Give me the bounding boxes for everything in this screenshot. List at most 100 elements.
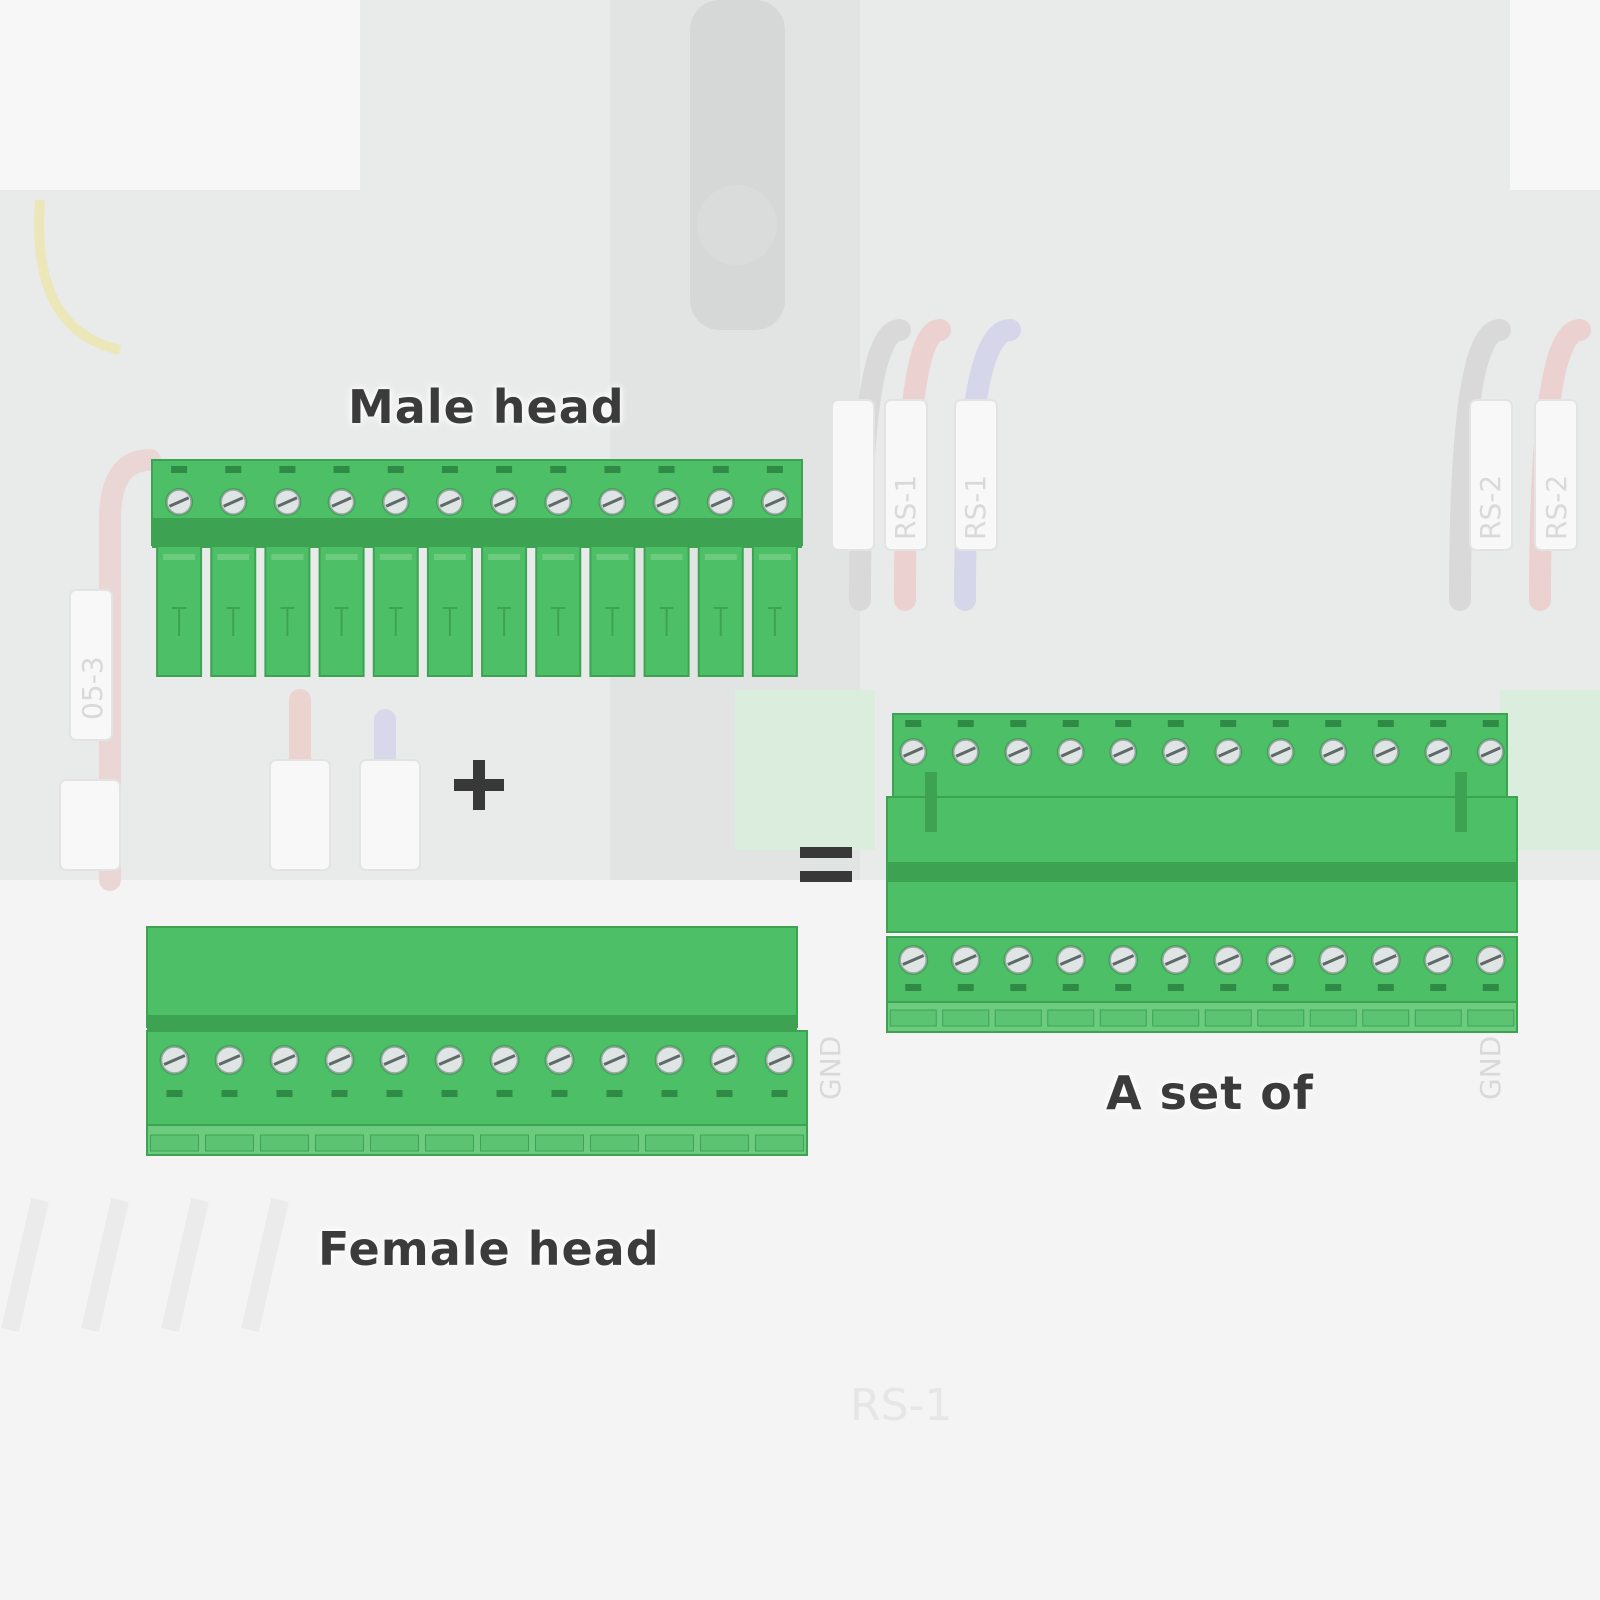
screw-icon bbox=[159, 1045, 190, 1075]
screw-icon bbox=[1214, 738, 1243, 766]
wire-entry bbox=[645, 1134, 694, 1152]
pin-marker bbox=[957, 720, 974, 727]
pin-marker bbox=[225, 466, 242, 473]
pin-marker bbox=[331, 1090, 348, 1097]
pin-marker bbox=[333, 466, 350, 473]
pin-marker bbox=[1220, 720, 1237, 727]
pin-marker bbox=[1325, 720, 1342, 727]
bg-tag-rs2-b: RS-2 bbox=[1540, 475, 1573, 540]
wire-entry bbox=[480, 1134, 529, 1152]
screw-icon bbox=[1161, 738, 1190, 766]
set-top-bar bbox=[892, 713, 1508, 800]
pin-marker bbox=[386, 1090, 403, 1097]
pin-marker bbox=[1377, 984, 1394, 991]
bg-tag-rs1-b: RS-1 bbox=[959, 475, 992, 540]
pin-marker bbox=[604, 466, 621, 473]
screw-icon bbox=[1319, 738, 1348, 766]
pin-marker bbox=[171, 466, 188, 473]
female-terminal-block bbox=[146, 1030, 808, 1132]
pin-marker bbox=[1167, 984, 1184, 991]
screw-icon bbox=[544, 1045, 575, 1075]
screw-icon bbox=[1055, 945, 1086, 975]
screw-icon bbox=[1213, 945, 1244, 975]
wire-entry bbox=[370, 1134, 419, 1152]
pin-marker bbox=[766, 466, 783, 473]
pin-marker bbox=[166, 1090, 183, 1097]
wire-entry bbox=[1152, 1009, 1200, 1027]
screw-icon bbox=[1370, 945, 1401, 975]
screw-icon bbox=[379, 1045, 410, 1075]
pin-marker bbox=[1167, 720, 1184, 727]
screw-icon bbox=[1266, 738, 1295, 766]
pin-marker bbox=[1272, 720, 1289, 727]
pin-marker bbox=[1272, 984, 1289, 991]
pin-marker bbox=[441, 1090, 458, 1097]
wire-entry bbox=[1099, 1009, 1147, 1027]
pin-marker bbox=[661, 1090, 678, 1097]
pin-marker bbox=[1010, 984, 1027, 991]
screw-icon bbox=[1160, 945, 1191, 975]
pin-marker bbox=[1482, 984, 1499, 991]
wire-entry bbox=[942, 1009, 990, 1027]
female-bottom-rail bbox=[146, 1124, 808, 1156]
pin-marker bbox=[1220, 984, 1237, 991]
wire-entry bbox=[1204, 1009, 1252, 1027]
screw-icon bbox=[490, 488, 519, 516]
bg-tag-05-3: 05-3 bbox=[76, 656, 109, 720]
screw-icon bbox=[544, 488, 573, 516]
set-label: A set of bbox=[1106, 1066, 1314, 1120]
wire-entry bbox=[700, 1134, 749, 1152]
screw-icon bbox=[598, 488, 627, 516]
screw-icon bbox=[381, 488, 410, 516]
wire-entry bbox=[315, 1134, 364, 1152]
screw-icon bbox=[899, 738, 928, 766]
screw-icon bbox=[273, 488, 302, 516]
wire-entry bbox=[994, 1009, 1042, 1027]
wire-entry bbox=[1467, 1009, 1515, 1027]
wire-entry bbox=[260, 1134, 309, 1152]
screw-icon bbox=[165, 488, 194, 516]
screw-icon bbox=[1476, 738, 1505, 766]
pin-marker bbox=[1062, 984, 1079, 991]
pin-marker bbox=[1325, 984, 1342, 991]
screw-icon bbox=[760, 488, 789, 516]
pin-marker bbox=[1430, 720, 1447, 727]
pin-marker bbox=[550, 466, 567, 473]
screw-icon bbox=[1318, 945, 1349, 975]
wire-entry bbox=[205, 1134, 254, 1152]
screw-icon bbox=[1475, 945, 1506, 975]
bg-tag-rs2-a: RS-2 bbox=[1474, 475, 1507, 540]
pin-marker bbox=[496, 466, 513, 473]
pin-marker bbox=[276, 1090, 293, 1097]
pin-marker bbox=[606, 1090, 623, 1097]
pin-marker bbox=[1115, 720, 1132, 727]
pin-marker bbox=[905, 984, 922, 991]
screw-icon bbox=[269, 1045, 300, 1075]
plus-icon bbox=[454, 760, 504, 810]
screw-icon bbox=[489, 1045, 520, 1075]
pin-marker bbox=[221, 1090, 238, 1097]
wire-entry bbox=[590, 1134, 639, 1152]
screw-icon bbox=[1003, 945, 1034, 975]
screw-icon bbox=[1109, 738, 1138, 766]
bg-tag-rs1-a: RS-1 bbox=[889, 475, 922, 540]
pin-marker bbox=[905, 720, 922, 727]
screw-icon bbox=[434, 1045, 465, 1075]
screw-icon bbox=[709, 1045, 740, 1075]
wire-entry bbox=[1362, 1009, 1410, 1027]
screw-icon bbox=[1056, 738, 1085, 766]
assembled-set-connector bbox=[886, 713, 1518, 1033]
screw-icon bbox=[764, 1045, 795, 1075]
female-housing bbox=[146, 926, 798, 1028]
male-head-label: Male head bbox=[348, 380, 625, 434]
pin-marker bbox=[1430, 984, 1447, 991]
set-bottom-rail bbox=[886, 1001, 1518, 1033]
bg-tag-rs1-c: RS-1 bbox=[850, 1380, 952, 1431]
pin-marker bbox=[1377, 720, 1394, 727]
screw-icon bbox=[1424, 738, 1453, 766]
screw-icon bbox=[1423, 945, 1454, 975]
screw-icon bbox=[898, 945, 929, 975]
wire-entry bbox=[425, 1134, 474, 1152]
screw-icon bbox=[1371, 738, 1400, 766]
pin-marker bbox=[957, 984, 974, 991]
